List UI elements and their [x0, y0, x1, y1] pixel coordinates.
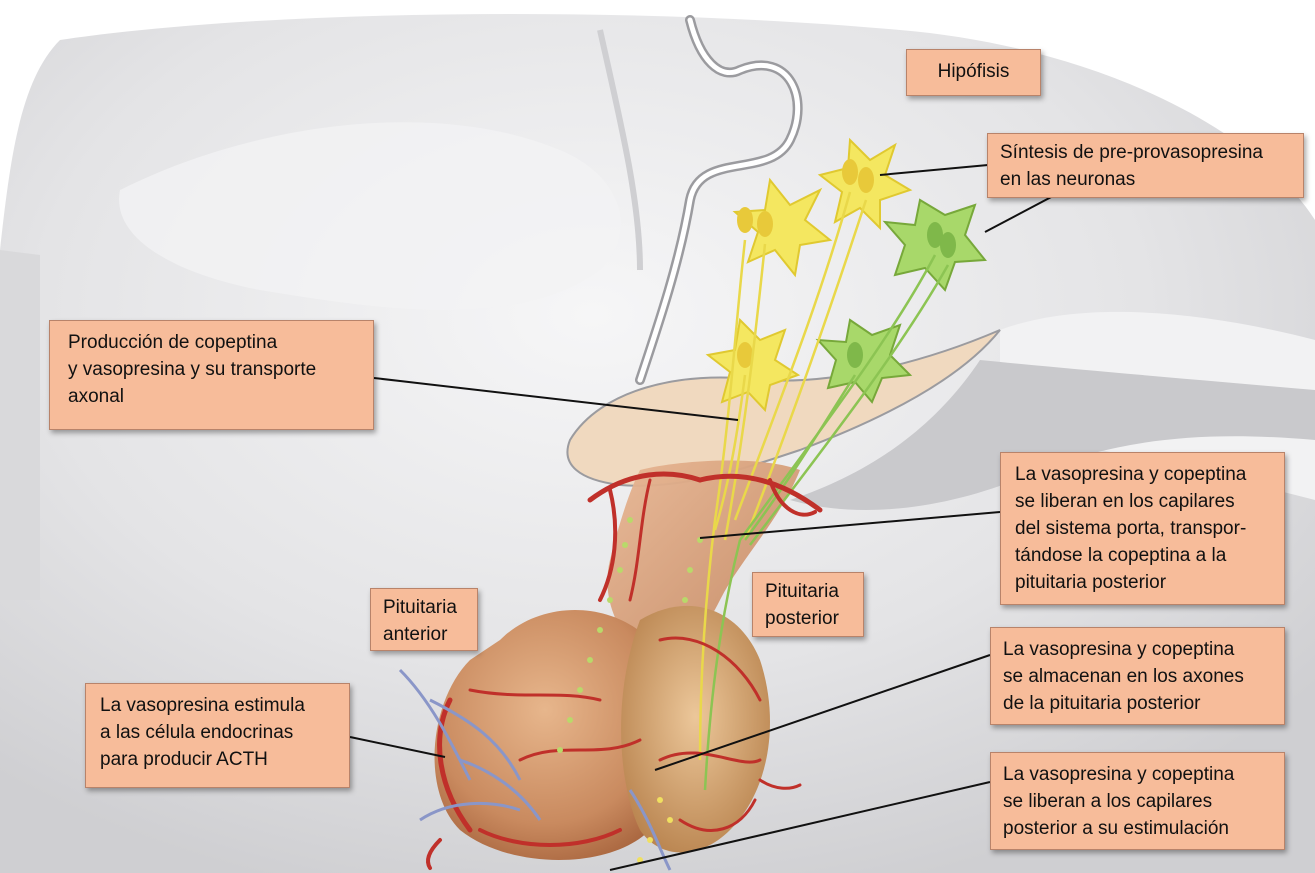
label-almacenan: La vasopresina y copeptina se almacenan …	[990, 627, 1285, 725]
label-produccion-line3: axonal	[68, 383, 361, 410]
label-almacenan-line2: se almacenan en los axones	[1003, 663, 1272, 690]
label-produccion-line2: y vasopresina y su transporte	[68, 356, 361, 383]
label-estimula: La vasopresina estimula a las célula end…	[85, 683, 350, 788]
label-pituitaria-posterior: Pituitaria posterior	[752, 572, 864, 637]
label-estimula-line3: para producir ACTH	[100, 746, 337, 773]
label-liberan-porta-line2: se liberan en los capilares	[1015, 488, 1272, 515]
label-pituitaria-posterior-line1: Pituitaria	[765, 578, 851, 605]
label-liberan-porta-line3: del sistema porta, transpor-	[1015, 515, 1272, 542]
label-sintesis-line2: en las neuronas	[1000, 166, 1291, 193]
label-pituitaria-anterior-line2: anterior	[383, 621, 465, 648]
label-pituitaria-posterior-line2: posterior	[765, 605, 851, 632]
label-liberan-porta-line5: pituitaria posterior	[1015, 569, 1272, 596]
label-almacenan-line3: de la pituitaria posterior	[1003, 690, 1272, 717]
label-liberan-capilares-line3: posterior a su estimulación	[1003, 815, 1272, 842]
label-hipofisis-line1: Hipófisis	[919, 58, 1028, 85]
label-almacenan-line1: La vasopresina y copeptina	[1003, 636, 1272, 663]
label-liberan-capilares-line2: se liberan a los capilares	[1003, 788, 1272, 815]
label-produccion-line1: Producción de copeptina	[68, 329, 361, 356]
label-liberan-porta: La vasopresina y copeptina se liberan en…	[1000, 452, 1285, 605]
label-sintesis: Síntesis de pre-provasopresina en las ne…	[987, 133, 1304, 198]
label-hipofisis: Hipófisis	[906, 49, 1041, 96]
label-liberan-porta-line1: La vasopresina y copeptina	[1015, 461, 1272, 488]
label-pituitaria-anterior-line1: Pituitaria	[383, 594, 465, 621]
label-estimula-line1: La vasopresina estimula	[100, 692, 337, 719]
label-liberan-capilares: La vasopresina y copeptina se liberan a …	[990, 752, 1285, 850]
label-sintesis-line1: Síntesis de pre-provasopresina	[1000, 139, 1291, 166]
label-produccion: Producción de copeptina y vasopresina y …	[49, 320, 374, 430]
label-liberan-capilares-line1: La vasopresina y copeptina	[1003, 761, 1272, 788]
label-liberan-porta-line4: tándose la copeptina a la	[1015, 542, 1272, 569]
label-estimula-line2: a las célula endocrinas	[100, 719, 337, 746]
label-pituitaria-anterior: Pituitaria anterior	[370, 588, 478, 651]
